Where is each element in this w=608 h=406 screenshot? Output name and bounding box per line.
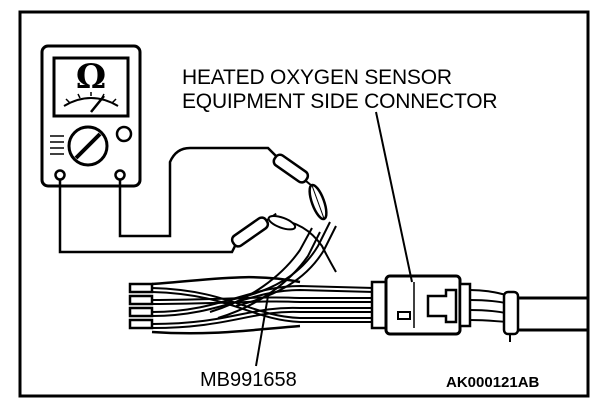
- callout-line-1: HEATED OXYGEN SENSOR: [182, 66, 452, 89]
- tool-leader: [255, 295, 269, 367]
- connector: [370, 274, 588, 342]
- figure-id: AK000121AB: [446, 374, 540, 391]
- test-harness-mb991658: [128, 221, 375, 335]
- test-probes: [230, 153, 328, 248]
- ohm-symbol: Ω: [76, 57, 106, 97]
- callout-line-2: EQUIPMENT SIDE CONNECTOR: [182, 90, 497, 113]
- ohmmeter-icon: Ω: [40, 44, 142, 188]
- tool-part-number: MB991658: [200, 369, 297, 391]
- figure-frame: [18, 10, 590, 398]
- connector-leader: [375, 111, 413, 283]
